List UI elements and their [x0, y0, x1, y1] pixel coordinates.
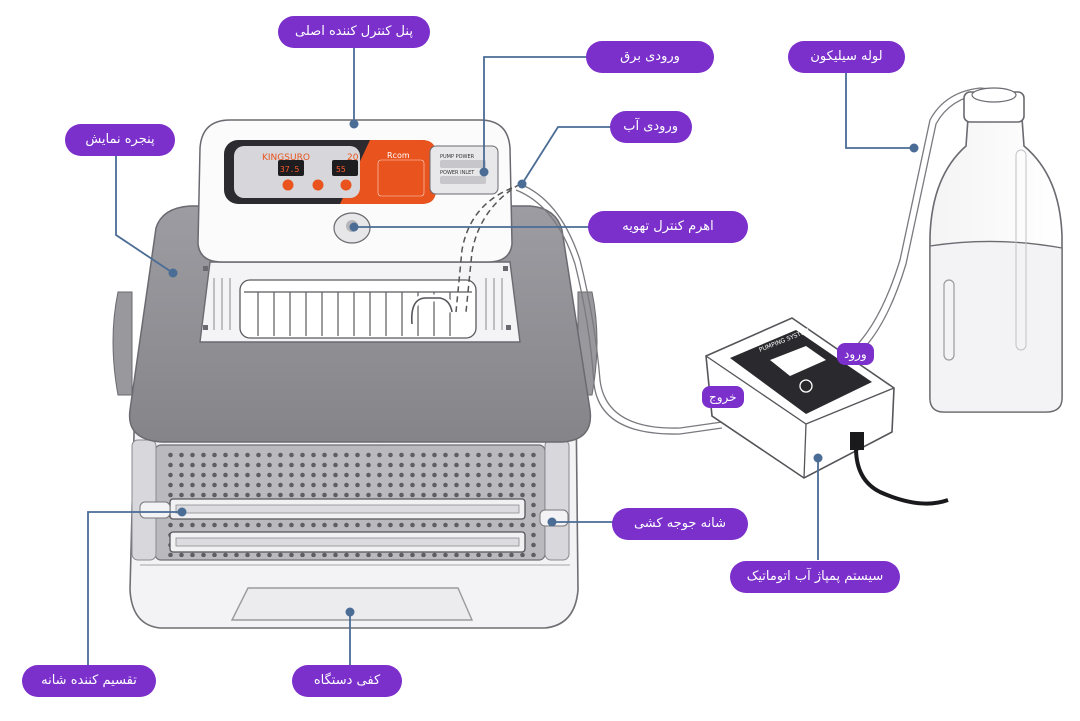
hatching-tray [169, 498, 526, 553]
model-text: 20 [347, 153, 359, 163]
tag-outlet: خروج [702, 386, 744, 408]
label-vent-lever: اهرم کنترل تهویه [588, 211, 748, 243]
label-hatching-tray: شانه جوجه کشی [612, 508, 748, 540]
pumping-system [705, 317, 949, 506]
label-tray-divider: تقسیم کننده شانه [22, 665, 156, 697]
brand-text: KINGSURO [262, 153, 310, 163]
maker-text: Rcom [387, 151, 410, 160]
label-water-input: ورودی آب [610, 111, 692, 143]
display-right: 55 [336, 165, 346, 174]
pump-power-text: PUMP POWER [440, 154, 475, 160]
label-power-input: ورودی برق [586, 41, 714, 73]
label-view-window: پنجره نمایش [65, 124, 175, 156]
display-left: 37.5 [280, 165, 299, 174]
label-auto-pump-system: سیستم پمپاژ آب اتوماتیک [730, 561, 900, 593]
label-main-control-panel: پنل کنترل کننده اصلی [278, 16, 430, 48]
control-housing [199, 261, 521, 343]
tag-inlet: ورود [837, 343, 874, 365]
label-silicone-tube: لوله سیلیکون [788, 41, 905, 73]
leader-dots [168, 119, 919, 617]
leader-lines [87, 48, 914, 668]
water-bottle [929, 87, 1063, 413]
label-device-base: کفی دستگاه [292, 665, 402, 697]
internal-tubing [455, 183, 521, 313]
silicone-tube [515, 87, 1004, 435]
power-inlet-text: POWER INLET [440, 170, 475, 176]
